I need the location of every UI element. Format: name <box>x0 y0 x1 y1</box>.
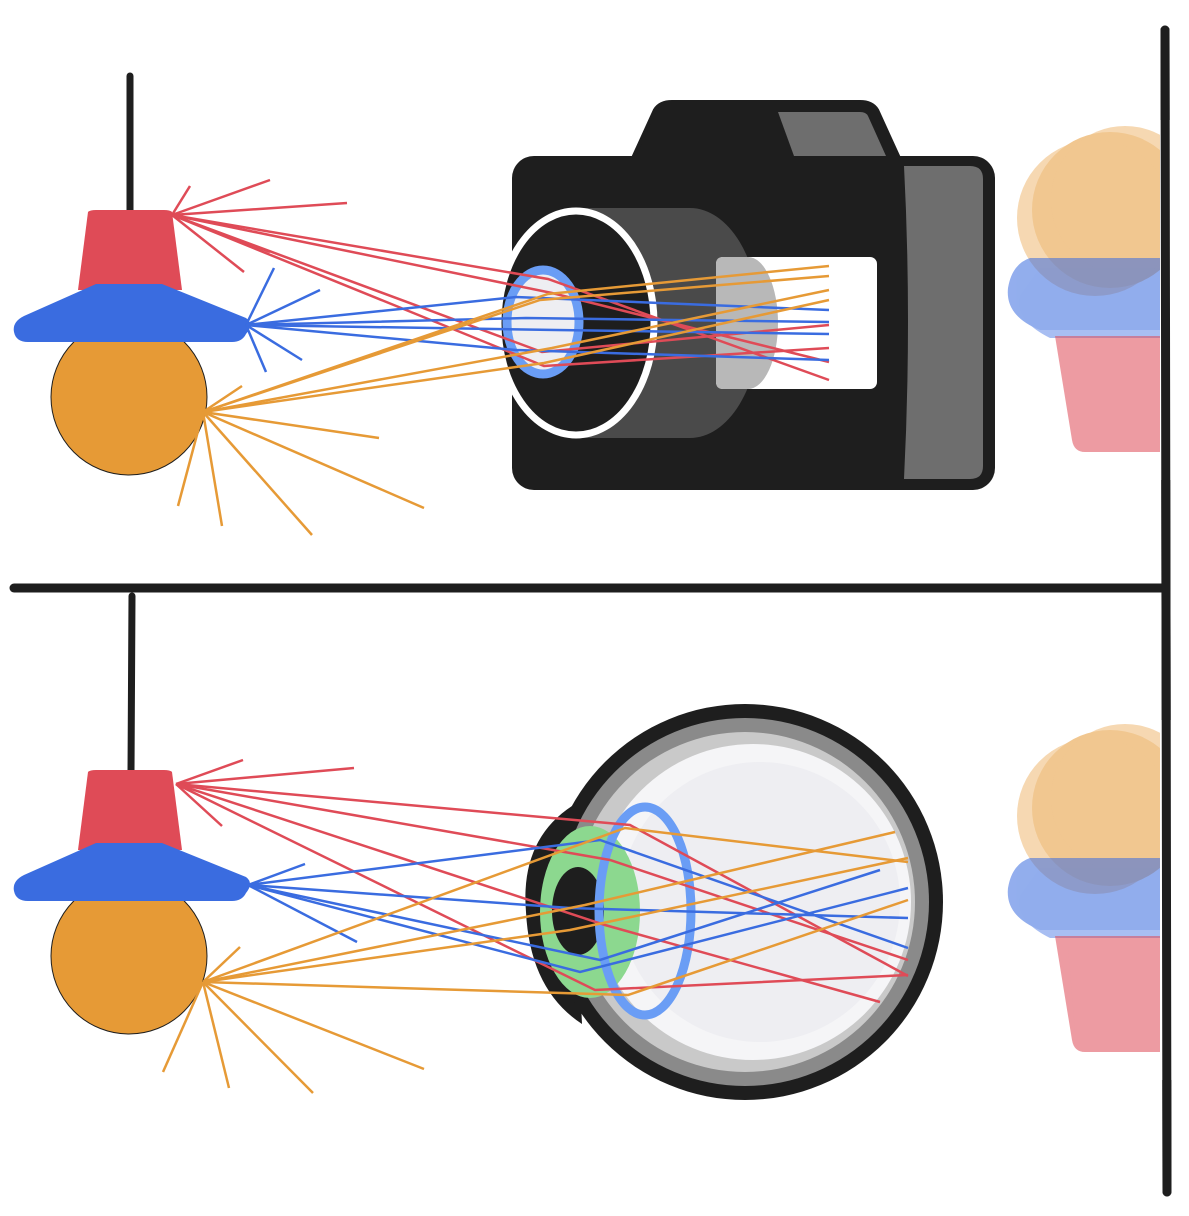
camera-grip <box>904 166 983 479</box>
shade-blue <box>13 843 251 901</box>
lamp-top <box>13 72 251 476</box>
lamp-cord <box>127 592 136 776</box>
stray-orange-rays <box>161 946 425 1094</box>
eye-red-rays <box>175 782 909 1004</box>
shade-red <box>78 770 182 850</box>
ghost-red-shade <box>1055 336 1162 452</box>
camera-blue-rays <box>245 295 830 362</box>
camera <box>494 100 995 490</box>
bulb-orange <box>50 877 208 1035</box>
camera-rays <box>171 213 830 414</box>
eye-orange-rays <box>202 826 909 997</box>
camera-hump-highlight <box>778 112 886 156</box>
ghost-blue-shade <box>1007 858 1162 938</box>
camera-orange-rays <box>202 264 830 414</box>
ghost-bulb <box>1017 724 1189 894</box>
ghost-red-shade <box>1055 936 1162 1052</box>
stray-rays-bottom <box>161 758 425 1094</box>
camera-scene <box>13 72 1189 536</box>
eye-retina <box>620 762 900 1042</box>
stray-rays-top <box>170 178 425 536</box>
right-wall-line-front <box>1160 25 1172 1197</box>
stray-orange-rays <box>176 384 425 536</box>
eye-image-ghost <box>1007 720 1189 1080</box>
stray-red-rays <box>170 178 348 273</box>
eye-scene <box>13 592 1189 1100</box>
pupil <box>552 867 604 955</box>
lamp-bottom <box>13 592 251 1035</box>
camera-image-ghost <box>1007 120 1189 480</box>
eye-rays <box>175 782 909 1004</box>
shade-red <box>78 210 182 290</box>
shade-blue <box>13 284 251 342</box>
stray-blue-rays <box>247 862 358 944</box>
bulb-orange <box>50 318 208 476</box>
ghost-bulb <box>1017 126 1189 296</box>
ghost-blue-shade <box>1007 258 1162 338</box>
stray-red-rays <box>175 758 355 827</box>
stray-blue-rays <box>244 267 321 373</box>
